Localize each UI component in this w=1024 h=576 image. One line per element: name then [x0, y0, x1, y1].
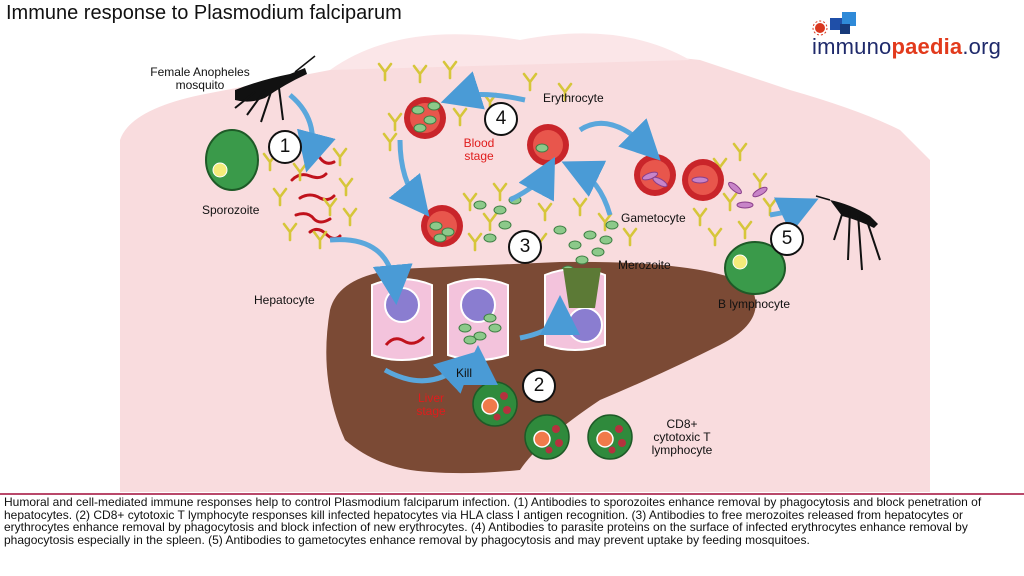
step-2-marker: 2: [522, 369, 556, 403]
cd8-label: CD8+ cytotoxic T lymphocyte: [651, 417, 713, 457]
immunopaedia-logo[interactable]: immunopaedia.org: [812, 8, 1022, 60]
merozoite-label: Merozoite: [618, 258, 671, 272]
b-lymphocyte-label: B lymphocyte: [718, 297, 791, 311]
liver-stage-label: Liver stage: [416, 391, 446, 418]
figure-caption: Humoral and cell-mediated immune respons…: [4, 495, 982, 547]
logo-cube-icon: [812, 12, 856, 36]
mosquito-icon: [815, 195, 881, 271]
caption-divider: [0, 493, 1024, 495]
step-3-marker: 3: [508, 230, 542, 264]
sporozoite-label: Sporozoite: [202, 203, 260, 217]
liver-shape: [326, 261, 756, 474]
logo-text: immunopaedia.org: [812, 34, 1002, 59]
mosquito-icon: [234, 55, 316, 123]
gametocyte-label: Gametocyte: [621, 211, 686, 225]
step-4-marker: 4: [484, 102, 518, 136]
page-title: Immune response to Plasmodium falciparum: [6, 2, 402, 24]
hepatocyte-label: Hepatocyte: [254, 293, 315, 307]
erythrocyte-label: Erythrocyte: [543, 91, 604, 105]
blood-stage-label: Blood stage: [463, 136, 495, 163]
hepatocyte-cells: [371, 268, 606, 361]
kill-label: Kill: [456, 366, 473, 380]
gametocytes: [641, 171, 768, 209]
immune-response-diagram: [120, 33, 930, 492]
mosquito-label: Female Anopheles mosquito: [150, 65, 250, 92]
phagocyte-cell: [205, 129, 259, 191]
step-1-marker: 1: [268, 130, 302, 164]
arrow-icon: [288, 71, 819, 394]
step-5-marker: 5: [770, 222, 804, 256]
